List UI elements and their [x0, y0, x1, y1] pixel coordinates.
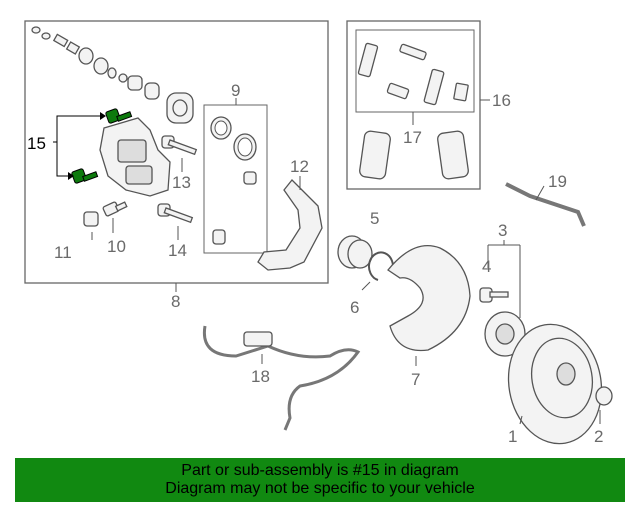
caliper-small-parts [31, 26, 194, 124]
callout-7: 7 [411, 370, 420, 389]
part-4-hub-bolt [479, 287, 509, 303]
part-5-wheel-bearing [337, 235, 373, 269]
callout-12: 12 [290, 157, 309, 176]
brake-pads [359, 130, 469, 180]
part-10-bleeder-screw [102, 201, 128, 217]
part-14-guide-pin [157, 203, 194, 224]
callout-19: 19 [548, 172, 567, 191]
seal-kit-parts [210, 116, 257, 245]
part-7-dust-shield [387, 244, 471, 352]
banner-line-2: Diagram may not be specific to your vehi… [165, 480, 475, 497]
part-1-brake-rotor [507, 323, 603, 445]
callout-13: 13 [172, 173, 191, 192]
callout-2: 2 [594, 427, 603, 446]
banner-line-1: Part or sub-assembly is #15 in diagram [181, 462, 459, 479]
callout-17: 17 [403, 128, 422, 147]
callout-10: 10 [107, 237, 126, 256]
callout-3: 3 [498, 221, 507, 240]
part-11-bleeder-cap [83, 211, 99, 227]
wheel-hub [484, 311, 526, 357]
part-2-hub-nut [595, 386, 613, 406]
part-6-snap-ring [367, 251, 394, 281]
callout-9: 9 [231, 81, 240, 100]
part-12-caliper-bracket [257, 179, 323, 271]
highlighted-bolt-upper [105, 108, 133, 124]
caliper-body [99, 117, 171, 197]
pad-kit-box [346, 20, 481, 190]
callout-18: 18 [251, 367, 270, 386]
part-13-guide-pin [161, 135, 198, 156]
callout-6: 6 [350, 298, 359, 317]
callout-11: 11 [54, 243, 72, 262]
part-19-brake-hose [505, 182, 586, 227]
part-18-abs-sensor-harness [202, 325, 361, 431]
callout-16: 16 [492, 91, 511, 110]
pad-hardware-inner-box [355, 29, 475, 113]
callout-5: 5 [370, 209, 379, 228]
callout-15: 15 [27, 134, 46, 153]
parts-diagram: 1 2 3 4 5 6 7 8 9 10 11 12 13 14 15 16 1… [24, 20, 613, 446]
callout-14: 14 [168, 241, 187, 260]
highlighted-bolt-lower [71, 168, 99, 184]
callout-4: 4 [482, 257, 491, 276]
callout-1: 1 [508, 427, 517, 446]
callout-8: 8 [171, 292, 180, 311]
info-banner: Part or sub-assembly is #15 in diagram D… [15, 458, 625, 502]
pad-hardware-clips [357, 42, 469, 106]
